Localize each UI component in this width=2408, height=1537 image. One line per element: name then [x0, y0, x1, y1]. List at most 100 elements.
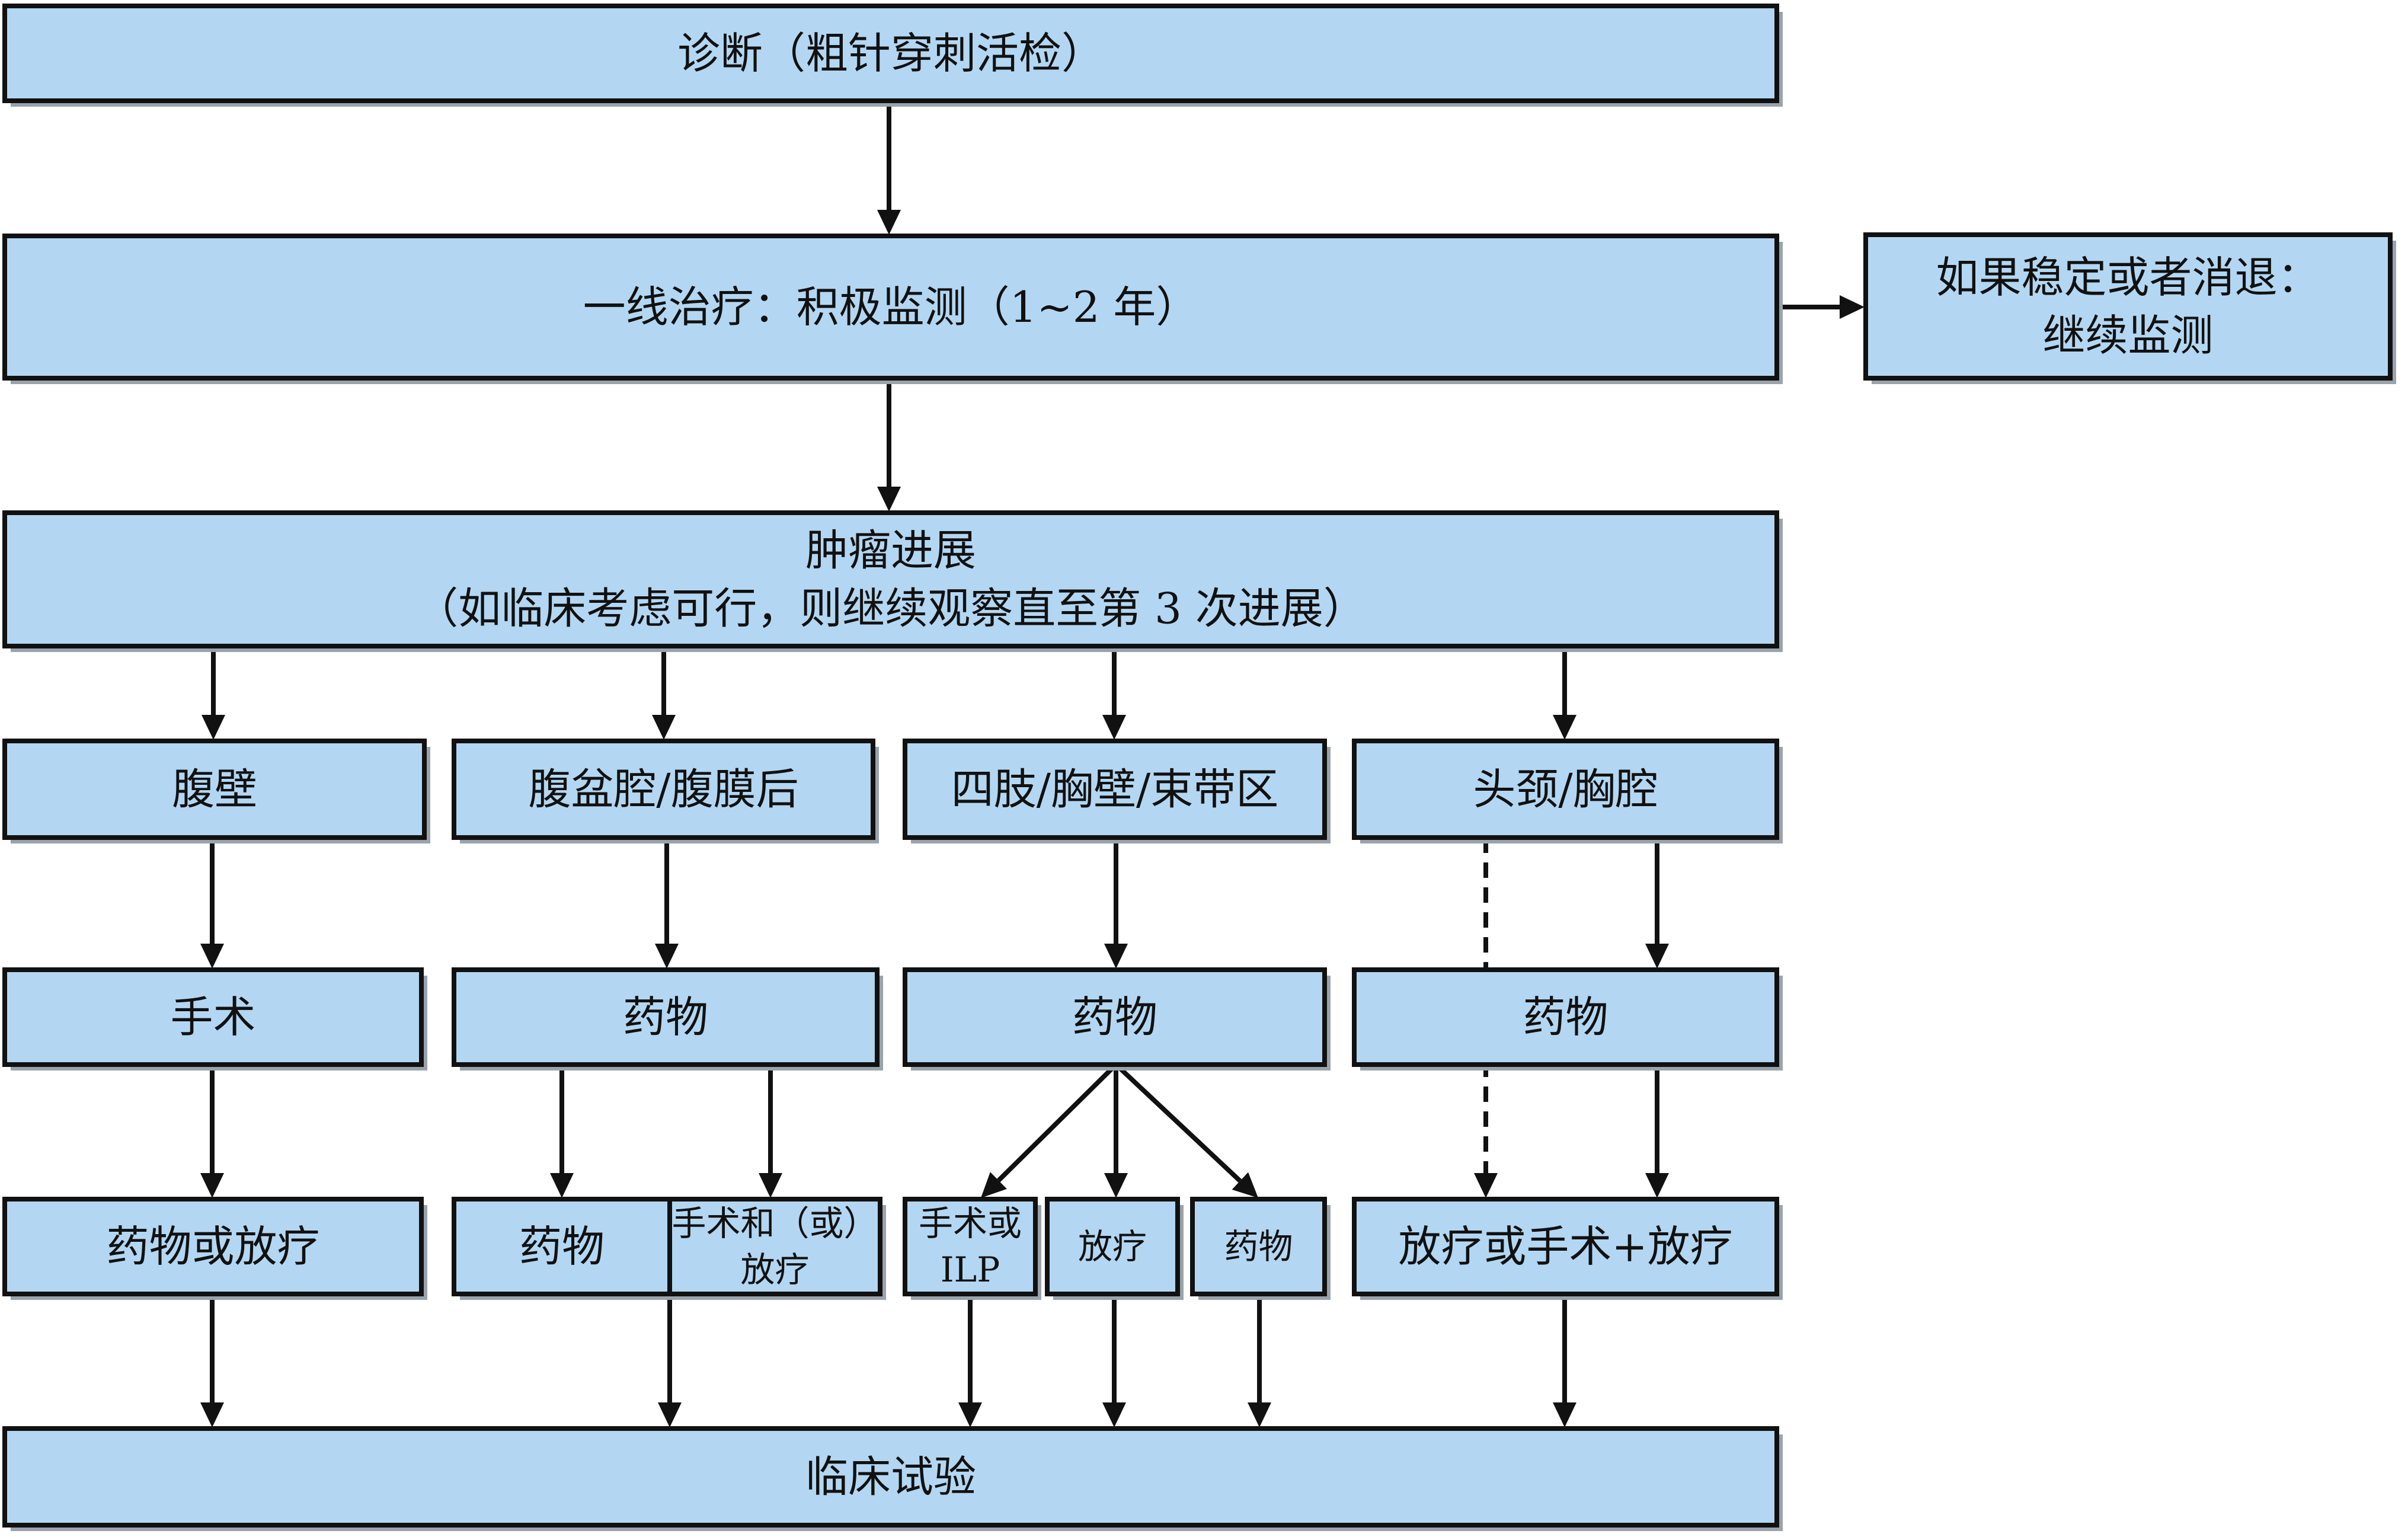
arrow-head: [1104, 944, 1128, 969]
arrow-progression-to-abdominopelvic: [652, 646, 676, 740]
arrow-head: [1474, 1173, 1498, 1198]
box-frame: [903, 1197, 1038, 1296]
arrow-head: [655, 944, 679, 969]
arrow-extremity-to-drug: [1104, 838, 1128, 969]
box-label: 药物: [623, 992, 708, 1042]
arrow-drug-to-rt-or-surgery-rt: [1645, 1065, 1669, 1198]
arrow-drug-to-drug-option: [1114, 1063, 1258, 1198]
arrow-to-clinical-trial-2: [658, 1294, 682, 1427]
arrow-head: [200, 1173, 224, 1198]
arrow-head: [200, 944, 224, 969]
arrow-head: [1840, 295, 1865, 319]
box-radiotherapy: 放疗: [1045, 1197, 1184, 1300]
box-label: 头颈/胸腔: [1473, 765, 1658, 814]
box-label: 手术和（或）: [671, 1203, 878, 1244]
box-label: 放疗: [740, 1250, 809, 1290]
box-label: 诊断（粗针穿刺活检）: [677, 28, 1104, 78]
arrow-progression-to-abdominal-wall: [202, 646, 225, 740]
box-frame: [1190, 1197, 1327, 1296]
box-label: 药物或放疗: [106, 1222, 319, 1271]
arrow-head: [652, 715, 676, 740]
box-label: 腹壁: [172, 765, 257, 814]
box-label: （如临床考虑可行，则继续观察直至第 3 次进展）: [415, 584, 1366, 634]
box-label: 一线治疗：积极监测（1~2 年）: [583, 282, 1199, 332]
box-first-line-treatment: 一线治疗：积极监测（1~2 年）: [2, 234, 1783, 384]
arrow-head: [550, 1173, 574, 1198]
arrow-drug-to-drug: [550, 1065, 574, 1198]
arrow-head: [1645, 1173, 1669, 1198]
box-label: 临床试验: [805, 1452, 976, 1502]
arrow-to-clinical-trial-4: [1102, 1294, 1126, 1427]
arrow-to-clinical-trial-5: [1248, 1294, 1271, 1427]
arrow-to-clinical-trial-3: [958, 1294, 982, 1427]
box-frame: [903, 739, 1327, 840]
arrow-surgery-to-drug-or-rt: [200, 1065, 224, 1198]
arrow-line: [1114, 1063, 1242, 1183]
box-frame: [1352, 967, 1779, 1067]
arrow-progression-to-extremity: [1102, 646, 1126, 740]
box-frame: [2, 967, 424, 1067]
box-drug: 药物: [452, 1197, 676, 1300]
box-label: 药物: [1224, 1226, 1293, 1267]
box-abdominal-wall: 腹壁: [2, 739, 430, 843]
box-stable-continue-monitoring: 如果稳定或者消退：继续监测: [1863, 232, 2396, 384]
box-frame: [452, 1197, 672, 1296]
arrow-head: [1645, 944, 1669, 969]
arrow-head: [958, 1402, 982, 1427]
box-frame: [1863, 232, 2393, 381]
arrow-head: [1102, 1402, 1126, 1427]
arrow-first-line-to-stable: [1777, 295, 1865, 319]
box-label: 手术或: [919, 1203, 1022, 1244]
arrow-line: [997, 1063, 1118, 1183]
connectors: [200, 101, 1865, 1427]
arrow-head: [658, 1402, 682, 1427]
box-drug-abdominopelvic: 药物: [452, 967, 883, 1071]
box-label: 手术: [170, 992, 255, 1042]
box-frame: [2, 739, 427, 840]
arrow-head: [202, 715, 225, 740]
box-label: 药物: [1072, 992, 1157, 1042]
arrow-head: [1232, 1172, 1258, 1198]
arrow-head: [1104, 1173, 1128, 1198]
box-frame: [1352, 739, 1779, 840]
arrow-head: [1553, 715, 1576, 740]
box-surgery: 手术: [2, 967, 427, 1071]
box-head-neck-thorax: 头颈/胸腔: [1352, 739, 1783, 843]
arrow-head-neck-to-drug: [1645, 838, 1669, 969]
box-frame: [2, 234, 1779, 381]
arrow-head: [759, 1173, 782, 1198]
box-frame: [452, 739, 875, 840]
arrow-head: [877, 487, 901, 512]
box-frame: [1045, 1197, 1180, 1296]
arrow-head: [981, 1172, 1007, 1198]
box-clinical-trial: 临床试验: [2, 1426, 1783, 1531]
arrow-diagnosis-to-first-line: [877, 101, 901, 235]
box-drug-or-radiotherapy: 药物或放疗: [2, 1197, 427, 1300]
box-abdominopelvic-retroperitoneal: 腹盆腔/腹膜后: [452, 739, 879, 843]
box-label: ILP: [941, 1250, 1000, 1290]
box-frame: [1352, 1197, 1779, 1296]
box-frame: [452, 967, 880, 1067]
box-tumor-progression: 肿瘤进展（如临床考虑可行，则继续观察直至第 3 次进展）: [2, 510, 1783, 652]
box-frame: [2, 4, 1779, 103]
arrow-drug-to-radiotherapy: [1104, 1065, 1128, 1198]
box-drug-head-neck: 药物: [1352, 967, 1783, 1071]
boxes: 诊断（粗针穿刺活检） 一线治疗：积极监测（1~2 年） 如果稳定或者消退：继续监测肿…: [2, 4, 2396, 1531]
arrow-abdominopelvic-to-drug: [655, 838, 679, 969]
box-frame: [2, 1426, 1779, 1528]
arrow-head: [200, 1402, 224, 1427]
arrow-first-line-to-progression: [877, 378, 901, 512]
box-frame: [903, 967, 1327, 1067]
box-diagnosis: 诊断（粗针穿刺活检）: [2, 4, 1783, 107]
arrow-drug-to-surgery-or-ilp: [981, 1063, 1118, 1198]
arrow-progression-to-head-neck: [1553, 646, 1576, 740]
box-surgery-or-ilp: 手术或 ILP: [903, 1197, 1041, 1300]
box-label: 药物: [519, 1222, 605, 1271]
box-drug-extremity-option: 药物: [1190, 1197, 1331, 1300]
arrow-to-clinical-trial-1: [200, 1294, 224, 1427]
box-label: 四肢/胸壁/束带区: [951, 765, 1279, 814]
arrow-abdominal-wall-to-surgery: [200, 838, 224, 969]
box-drug-extremity: 药物: [903, 967, 1331, 1071]
arrow-head: [1248, 1402, 1271, 1427]
